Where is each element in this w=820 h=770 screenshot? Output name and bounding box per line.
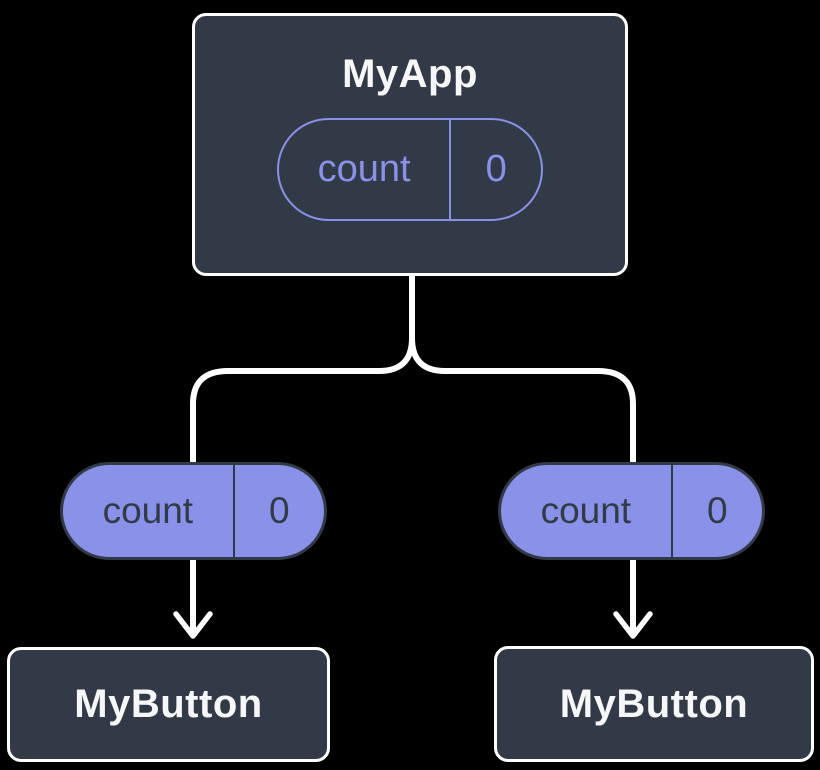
state-pill-label: count: [317, 148, 411, 190]
prop-pill-left-value: 0: [232, 465, 324, 557]
prop-pill-right-value: 0: [670, 465, 762, 557]
myapp-node: MyApp count 0: [192, 13, 628, 276]
tree-connector-left: [190, 271, 415, 471]
state-pill: count 0: [277, 118, 543, 221]
mybutton-right-title: MyButton: [559, 681, 749, 726]
arrow-down-left-icon: [173, 554, 213, 639]
myapp-title: MyApp: [342, 52, 478, 96]
mybutton-left-title: MyButton: [74, 682, 263, 726]
prop-pill-left-label: count: [102, 490, 194, 531]
prop-pill-right: count 0: [498, 462, 765, 560]
mybutton-node-right: MyButton: [494, 646, 814, 762]
tree-connector-right: [409, 335, 636, 471]
arrow-down-right-icon: [613, 554, 653, 639]
prop-pill-left: count 0: [60, 462, 327, 560]
mybutton-node-left: MyButton: [7, 647, 330, 762]
prop-pill-right-label: count: [540, 490, 632, 531]
state-pill-value: 0: [449, 120, 541, 219]
